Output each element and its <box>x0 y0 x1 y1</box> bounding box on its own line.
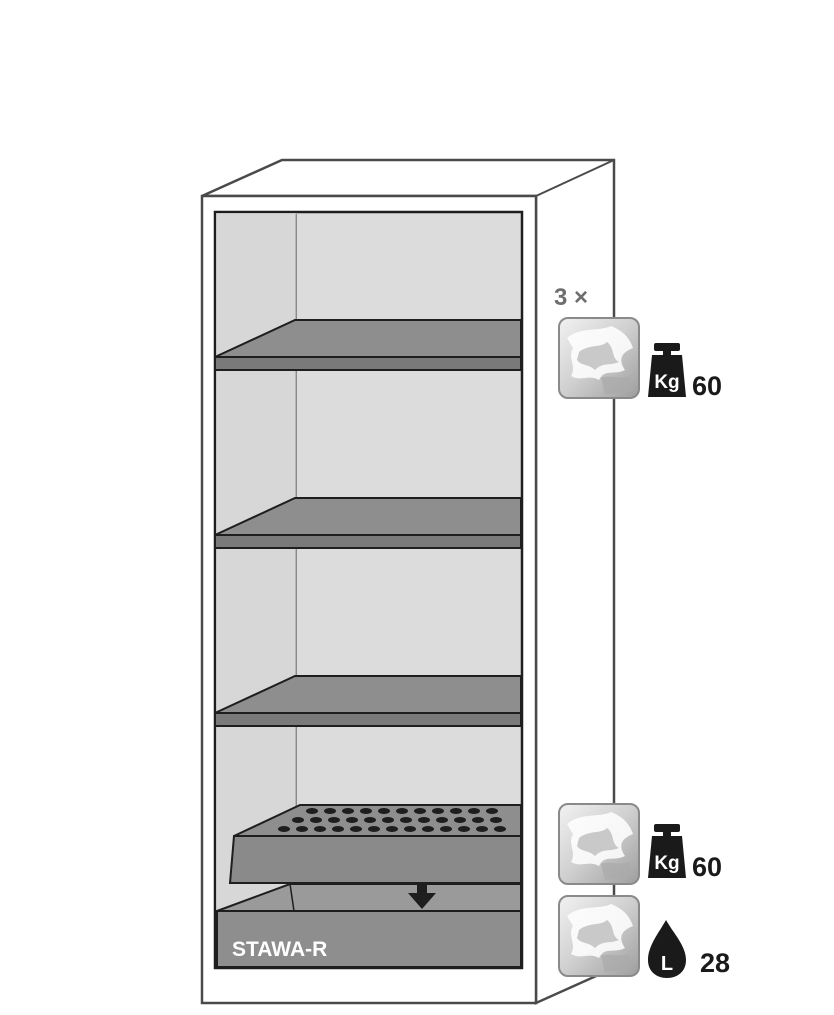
insert-hole <box>400 817 412 823</box>
insert-hole <box>364 817 376 823</box>
insert-hole <box>292 817 304 823</box>
sump-tray: STAWA-R <box>216 883 522 968</box>
insert-hole <box>396 808 408 814</box>
insert-hole <box>346 817 358 823</box>
insert-hole <box>468 808 480 814</box>
insert-hole <box>382 817 394 823</box>
volume-liter-icon: L <box>648 920 686 978</box>
insert-hole <box>378 808 390 814</box>
svg-text:L: L <box>661 953 673 975</box>
insert-hole <box>454 817 466 823</box>
insert-hole <box>332 826 344 832</box>
insert-hole <box>310 817 322 823</box>
svg-text:Kg: Kg <box>654 853 679 874</box>
insert-holes <box>278 808 506 832</box>
insert-hole <box>422 826 434 832</box>
tray-material-icon <box>558 803 640 885</box>
insert-hole <box>324 808 336 814</box>
weight-kg-icon: Kg <box>648 343 686 397</box>
insert-hole <box>404 826 416 832</box>
insert-hole <box>386 826 398 832</box>
insert-hole <box>486 808 498 814</box>
insert-hole <box>306 808 318 814</box>
insert-hole <box>350 826 362 832</box>
tray-label: STAWA-R <box>232 938 327 961</box>
shelf-material-icon <box>558 317 640 399</box>
insert-hole <box>418 817 430 823</box>
insert-hole <box>278 826 290 832</box>
shelf-multiplier: 3 × <box>554 284 588 311</box>
insert-hole <box>314 826 326 832</box>
insert-hole <box>342 808 354 814</box>
svg-text:Kg: Kg <box>654 372 679 393</box>
tray-load-value: 60 <box>692 852 722 882</box>
weight-kg-icon: Kg <box>648 824 686 878</box>
insert-hole <box>296 826 308 832</box>
tray-volume-value: 28 <box>700 948 730 978</box>
insert-hole <box>472 817 484 823</box>
sump-material-icon <box>558 895 640 977</box>
insert-hole <box>450 808 462 814</box>
insert-hole <box>436 817 448 823</box>
shelf-1 <box>214 319 522 371</box>
insert-hole <box>432 808 444 814</box>
shelf-3 <box>214 675 522 727</box>
shelf-load-value: 60 <box>692 371 722 401</box>
insert-hole <box>360 808 372 814</box>
insert-hole <box>414 808 426 814</box>
perforated-insert <box>228 804 522 884</box>
down-arrow-icon <box>408 884 436 909</box>
insert-hole <box>440 826 452 832</box>
insert-hole <box>490 817 502 823</box>
insert-hole <box>368 826 380 832</box>
insert-hole <box>494 826 506 832</box>
insert-hole <box>458 826 470 832</box>
shelf-2 <box>214 497 522 549</box>
insert-hole <box>476 826 488 832</box>
insert-hole <box>328 817 340 823</box>
